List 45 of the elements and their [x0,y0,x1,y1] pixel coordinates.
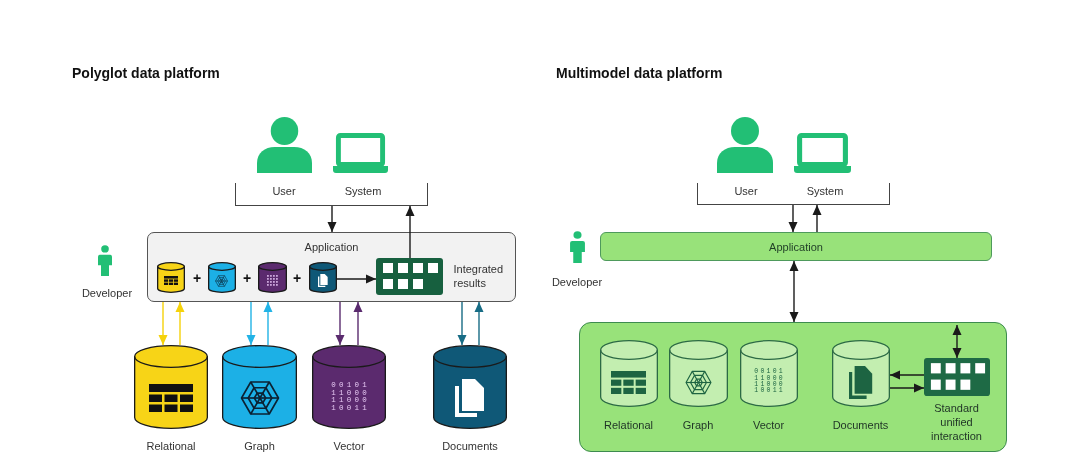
icon-caption: System [806,184,844,198]
arrow [263,301,273,346]
arrow [175,301,185,346]
arrow [327,205,337,233]
database-label: Relational [604,417,653,432]
icon-caption: Developer [551,275,603,289]
arrow [788,204,798,233]
database-label: Graph [244,439,275,453]
application-panel [147,232,516,302]
platform-panel [579,322,1007,452]
plus-sign: + [292,270,302,286]
arrow [353,301,363,346]
database-label: Vector [752,417,785,432]
icon-caption: User [272,184,296,198]
double-arrow [789,260,799,323]
arrow [812,204,822,233]
database-label: Documents [832,417,889,432]
arrow [405,205,415,259]
bracket [697,183,890,205]
icon-caption: Developer [81,286,133,300]
database-label: Vector [333,439,365,453]
bracket [235,183,428,206]
plus-sign: + [242,270,252,286]
application-bar [600,232,992,261]
icon-caption: System [344,184,382,198]
arrow [336,274,377,284]
icon-caption: User [734,184,758,198]
bar-label: Application [769,239,823,254]
grid-label: Integrated results [453,261,505,290]
arrow [457,301,467,346]
arrow [335,301,345,346]
arrow [158,301,168,346]
database-label: Documents [442,439,498,453]
section-heading: Polyglot data platform [72,64,220,82]
panel-label: Application [304,240,359,254]
database-label: Relational [146,439,196,453]
grid-label: Standard unified interaction [930,400,983,443]
arrow [474,301,484,346]
arrow [889,383,925,393]
section-heading: Multimodel data platform [556,64,723,82]
arrow [889,370,925,380]
double-arrow [952,324,962,359]
arrow [246,301,256,346]
plus-sign: + [192,270,202,286]
database-label: Graph [682,417,714,432]
